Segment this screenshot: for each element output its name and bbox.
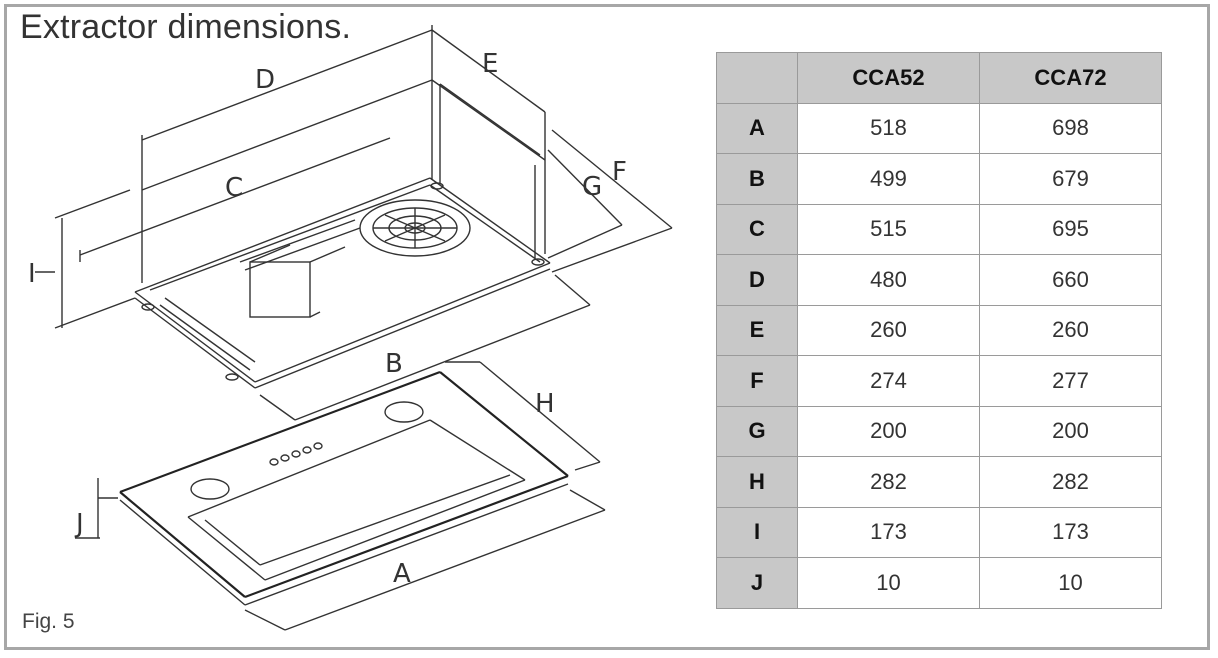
label-e: E bbox=[482, 49, 498, 79]
row-label: G bbox=[716, 405, 798, 457]
table-cell: 660 bbox=[979, 254, 1162, 306]
page-title: Extractor dimensions. bbox=[20, 8, 352, 46]
row-label: I bbox=[716, 506, 798, 558]
table-row: H 282 282 bbox=[716, 456, 1162, 508]
row-label: C bbox=[716, 203, 798, 255]
table-corner-cell bbox=[716, 52, 798, 104]
table-row: G 200 200 bbox=[716, 405, 1162, 457]
table-cell: 698 bbox=[979, 102, 1162, 154]
table-cell: 282 bbox=[797, 456, 980, 508]
table-header-row: CCA52 CCA72 bbox=[716, 52, 1162, 104]
label-a: A bbox=[393, 559, 411, 589]
label-f: F bbox=[612, 157, 627, 187]
table-cell: 173 bbox=[979, 506, 1162, 558]
table-cell: 200 bbox=[979, 405, 1162, 457]
label-g: G bbox=[582, 172, 602, 202]
row-label: J bbox=[716, 557, 798, 609]
table-row: D 480 660 bbox=[716, 254, 1162, 306]
column-header: CCA72 bbox=[979, 52, 1162, 104]
table-cell: 274 bbox=[797, 355, 980, 407]
label-i: I bbox=[28, 259, 36, 289]
table-cell: 515 bbox=[797, 203, 980, 255]
row-label: B bbox=[716, 153, 798, 205]
table-cell: 200 bbox=[797, 405, 980, 457]
table-cell: 277 bbox=[979, 355, 1162, 407]
label-d: D bbox=[255, 65, 275, 95]
table-row: C 515 695 bbox=[716, 203, 1162, 255]
table-row: E 260 260 bbox=[716, 304, 1162, 356]
column-header: CCA52 bbox=[797, 52, 980, 104]
label-c: C bbox=[225, 173, 243, 203]
table-row: J 10 10 bbox=[716, 557, 1162, 609]
table-cell: 499 bbox=[797, 153, 980, 205]
table-cell: 260 bbox=[797, 304, 980, 356]
label-b: B bbox=[385, 349, 403, 379]
row-label: H bbox=[716, 456, 798, 508]
row-label: D bbox=[716, 254, 798, 306]
table-cell: 10 bbox=[797, 557, 980, 609]
table-row: F 274 277 bbox=[716, 355, 1162, 407]
table-cell: 10 bbox=[979, 557, 1162, 609]
row-label: A bbox=[716, 102, 798, 154]
row-label: F bbox=[716, 355, 798, 407]
table-cell: 518 bbox=[797, 102, 980, 154]
table-row: B 499 679 bbox=[716, 153, 1162, 205]
table-cell: 695 bbox=[979, 203, 1162, 255]
label-h: H bbox=[535, 389, 555, 419]
table-row: A 518 698 bbox=[716, 102, 1162, 154]
table-cell: 260 bbox=[979, 304, 1162, 356]
dimensions-table: CCA52 CCA72 A 518 698 B 499 679 C 515 69… bbox=[716, 52, 1162, 609]
table-row: I 173 173 bbox=[716, 506, 1162, 558]
label-j: J bbox=[74, 509, 84, 539]
table-cell: 679 bbox=[979, 153, 1162, 205]
table-cell: 173 bbox=[797, 506, 980, 558]
table-cell: 282 bbox=[979, 456, 1162, 508]
table-cell: 480 bbox=[797, 254, 980, 306]
figure-label: Fig. 5 bbox=[22, 610, 75, 633]
row-label: E bbox=[716, 304, 798, 356]
